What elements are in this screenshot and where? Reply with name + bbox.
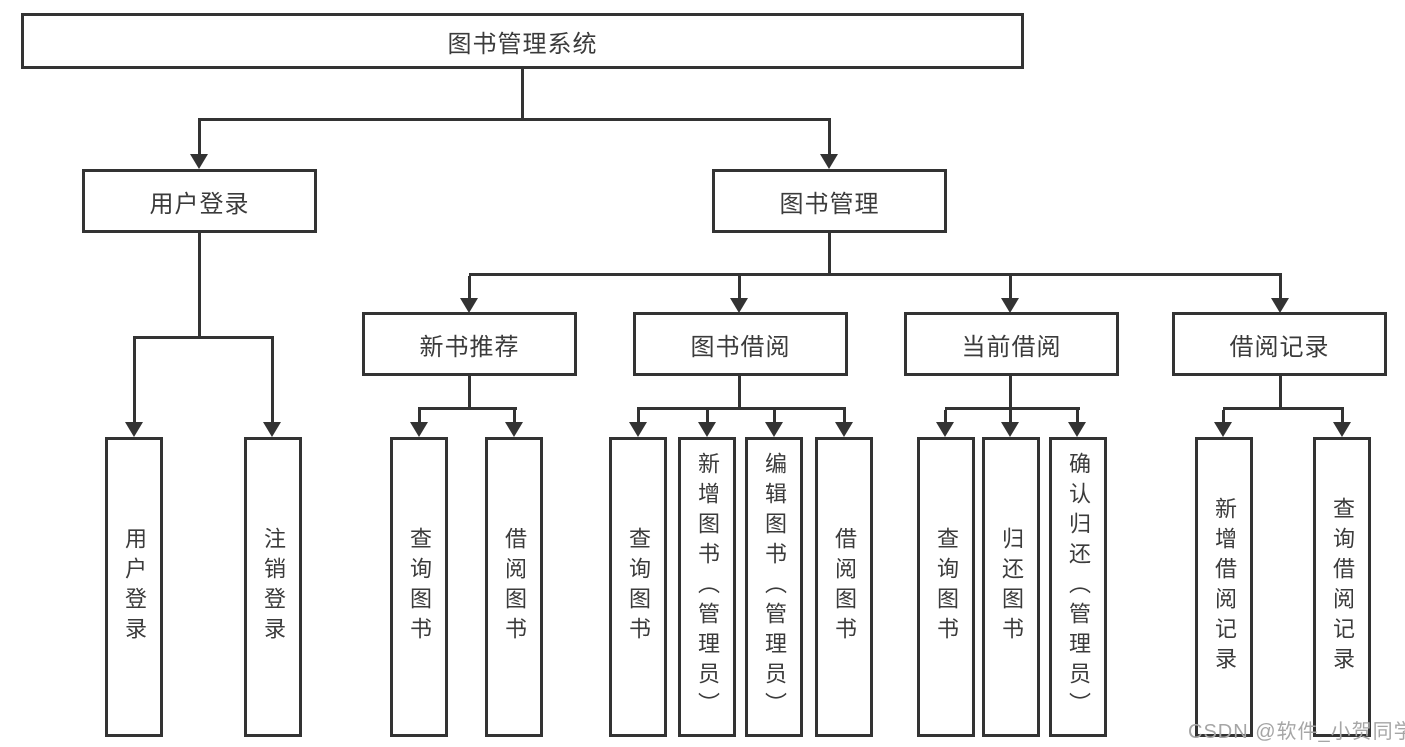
arrowhead-icon [1333,422,1351,437]
connector-records-leg-1 [1222,410,1225,424]
leaf-confirm-return-admin: 确认归还（管理员） [1049,437,1107,737]
connector-borrowing-vline [738,374,741,409]
node-label: 借阅记录 [1229,333,1330,361]
connector-borrowing-leg-1 [637,410,640,424]
leaf-label: 注销登录 [261,527,286,647]
connector-root-hline [198,118,831,121]
leaf-label: 查询图书 [934,527,959,647]
leaf-label: 编辑图书（管理员） [762,452,787,722]
arrowhead-icon [460,298,478,313]
arrowhead-icon [835,422,853,437]
leaf-label: 借阅图书 [502,527,527,647]
node-new-book-recommendation: 新书推荐 [362,312,577,376]
connector-userlogin-leg-left [133,339,136,425]
connector-borrowing-leg-4 [843,410,846,424]
connector-bookmgmt-hline [469,273,1282,276]
leaf-label: 查询图书 [626,527,651,647]
connector-userlogin-leg-right [271,339,274,425]
connector-root-leg-left [198,121,201,158]
node-label: 用户登录 [149,190,250,218]
connector-recommend-leg-1 [418,410,421,424]
leaf-logout: 注销登录 [244,437,302,737]
connector-current-hline [945,407,1080,410]
leaf-query-books-borrowing: 查询图书 [609,437,667,737]
arrowhead-icon [1001,298,1019,313]
connector-records-vline [1279,374,1282,409]
arrowhead-icon [698,422,716,437]
connector-bookmgmt-leg-4 [1279,276,1282,301]
leaf-add-borrow-record: 新增借阅记录 [1195,437,1253,737]
node-borrowing-records: 借阅记录 [1172,312,1387,376]
connector-userlogin-hline [133,336,274,339]
leaf-query-books-recommend: 查询图书 [390,437,448,737]
connector-root-leg-right [828,121,831,158]
leaf-label: 新增图书（管理员） [695,452,720,722]
connector-borrowing-leg-3 [773,410,776,424]
leaf-return-books: 归还图书 [982,437,1040,737]
arrowhead-icon [190,154,208,169]
leaf-label: 查询借阅记录 [1330,497,1355,677]
connector-userlogin-vline [198,231,201,336]
leaf-query-books-current: 查询图书 [917,437,975,737]
leaf-borrow-books: 借阅图书 [815,437,873,737]
node-label: 图书借阅 [690,333,791,361]
connector-records-leg-2 [1341,410,1344,424]
node-label: 图书管理 [779,190,880,218]
node-book-borrowing: 图书借阅 [633,312,848,376]
connector-bookmgmt-leg-2 [738,276,741,301]
connector-current-leg-3 [1076,410,1079,424]
connector-borrowing-hline [637,407,846,410]
node-label: 图书管理系统 [447,30,598,58]
arrowhead-icon [1214,422,1232,437]
arrowhead-icon [1001,422,1019,437]
leaf-user-login: 用户登录 [105,437,163,737]
connector-current-vline [1009,374,1012,409]
node-book-management: 图书管理 [712,169,947,233]
connector-recommend-leg-2 [513,410,516,424]
arrowhead-icon [820,154,838,169]
node-label: 新书推荐 [419,333,520,361]
leaf-label: 新增借阅记录 [1212,497,1237,677]
arrowhead-icon [505,422,523,437]
leaf-borrow-books-recommend: 借阅图书 [485,437,543,737]
connector-bookmgmt-leg-1 [468,276,471,301]
node-library-management-system: 图书管理系统 [21,13,1024,69]
connector-records-hline [1223,407,1344,410]
arrowhead-icon [765,422,783,437]
connector-bookmgmt-vline [828,231,831,275]
connector-bookmgmt-leg-3 [1009,276,1012,301]
connector-recommend-hline [418,407,517,410]
arrowhead-icon [125,422,143,437]
arrowhead-icon [730,298,748,313]
leaf-label: 用户登录 [122,527,147,647]
arrowhead-icon [629,422,647,437]
node-user-login: 用户登录 [82,169,317,233]
leaf-label: 借阅图书 [832,527,857,647]
node-current-borrowing: 当前借阅 [904,312,1119,376]
node-label: 当前借阅 [961,333,1062,361]
connector-recommend-vline [468,374,471,409]
arrowhead-icon [1271,298,1289,313]
leaf-query-borrow-record: 查询借阅记录 [1313,437,1371,737]
leaf-label: 归还图书 [999,527,1024,647]
connector-borrowing-leg-2 [706,410,709,424]
leaf-add-books-admin: 新增图书（管理员） [678,437,736,737]
arrowhead-icon [263,422,281,437]
connector-current-leg-1 [944,410,947,424]
arrowhead-icon [410,422,428,437]
leaf-label: 查询图书 [407,527,432,647]
leaf-label: 确认归还（管理员） [1066,452,1091,722]
connector-root-vline [521,66,524,120]
leaf-edit-books-admin: 编辑图书（管理员） [745,437,803,737]
connector-current-leg-2 [1009,410,1012,424]
arrowhead-icon [936,422,954,437]
csdn-watermark: CSDN @软件_小贺同学 [1188,721,1405,743]
arrowhead-icon [1068,422,1086,437]
